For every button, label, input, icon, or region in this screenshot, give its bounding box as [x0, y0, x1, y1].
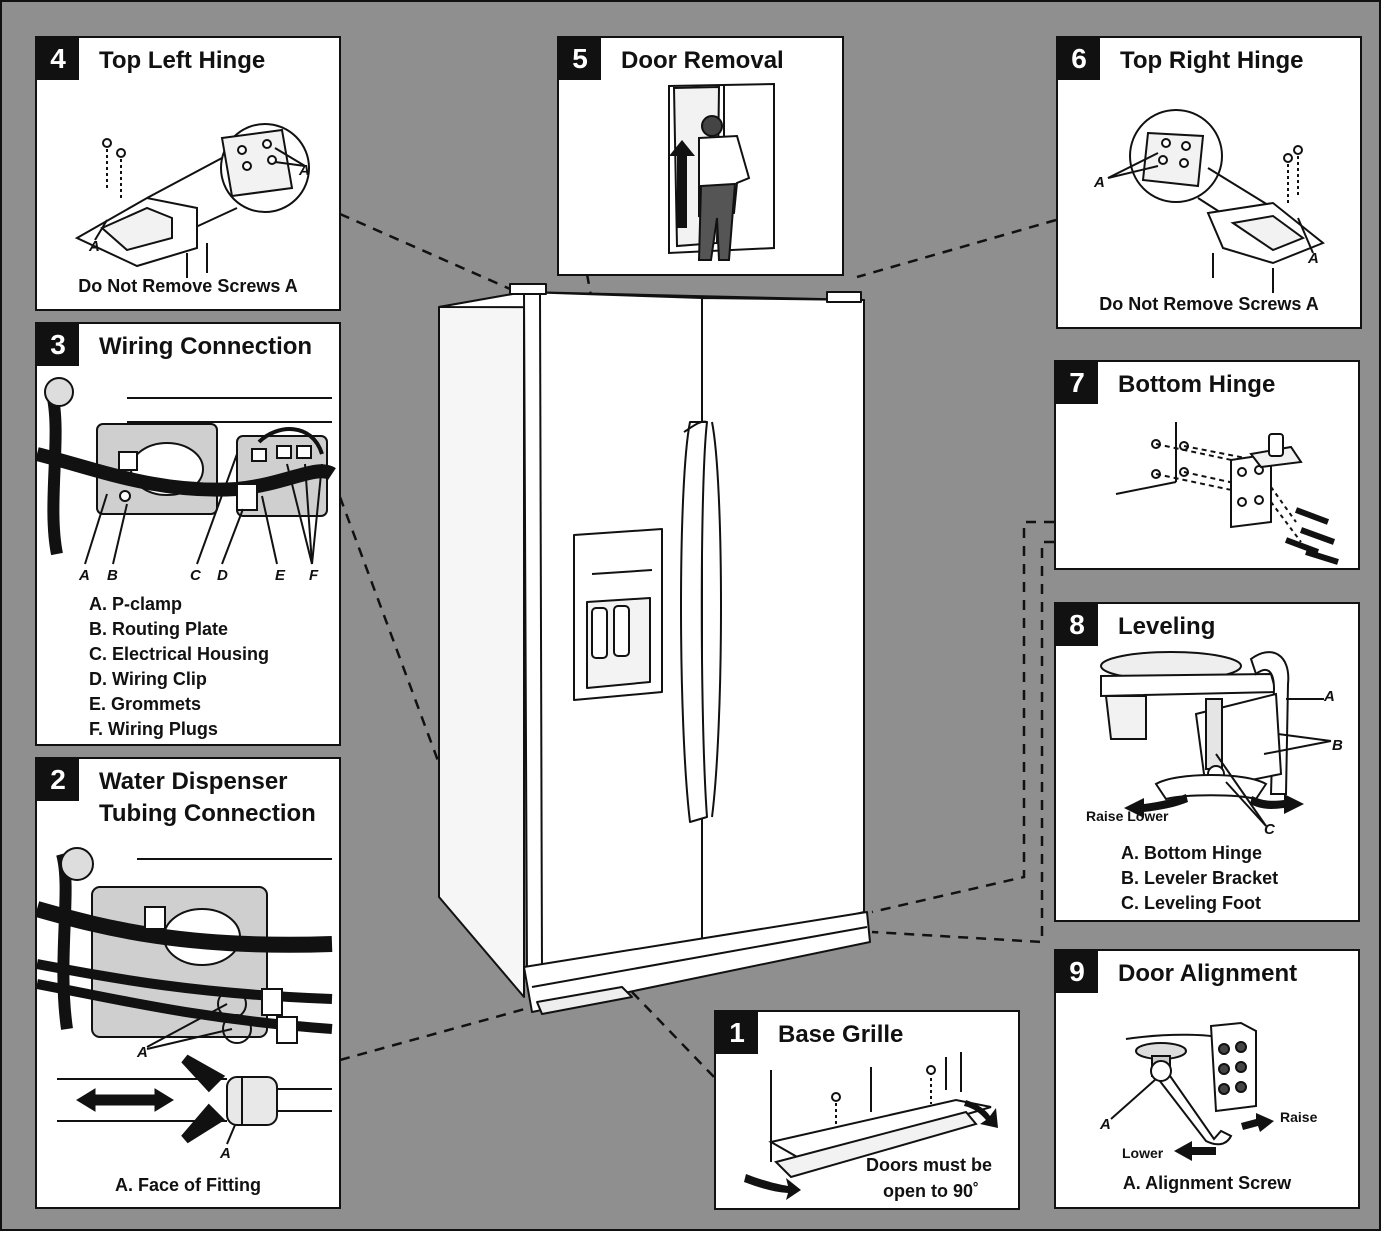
- raise-lower-label: Raise Lower: [1086, 808, 1169, 824]
- panel-title: Top Right Hinge: [1120, 47, 1304, 74]
- step-number: 5: [559, 38, 601, 80]
- step-number: 7: [1056, 362, 1098, 404]
- legend-item: A. P-clamp: [89, 594, 183, 614]
- panel-title: Base Grille: [778, 1021, 904, 1048]
- legend-item: F. Wiring Plugs: [89, 719, 218, 739]
- leader-line-2: [339, 1005, 533, 1062]
- panel-wiring-connection: 3 Wiring Connection: [35, 322, 341, 746]
- letter-a: A: [79, 567, 90, 584]
- leader-line-6: [856, 218, 1057, 279]
- panel-caption: A. Alignment Screw: [1122, 1173, 1292, 1193]
- step-number: 6: [1058, 38, 1100, 80]
- bottom-hinge-illustration: [1115, 422, 1339, 565]
- legend-item: B. Leveler Bracket: [1121, 868, 1279, 888]
- leader-line-4: [339, 212, 518, 294]
- leader-line-7: [871, 520, 1054, 914]
- label-a: A: [1100, 1116, 1111, 1133]
- panel-title: Door Removal: [621, 47, 784, 74]
- label-a: A: [137, 1044, 148, 1061]
- label-c: C: [1264, 821, 1275, 838]
- label-a: A: [89, 238, 100, 255]
- panel-water-dispenser-tubing: 2 Water Dispenser Tubing Connection: [35, 757, 341, 1209]
- panel-title-line-2: Tubing Connection: [99, 800, 316, 827]
- legend-item: D. Wiring Clip: [89, 669, 207, 689]
- panel-top-right-hinge: 6 Top Right Hinge A A Do Not Remove Scre…: [1056, 36, 1362, 329]
- leader-line-8: [871, 540, 1054, 944]
- label-a: A: [1324, 688, 1335, 705]
- lower-label: Lower: [1122, 1145, 1164, 1161]
- panel-bottom-hinge: 7 Bottom Hinge: [1054, 360, 1360, 570]
- panel-leveling: 8 Leveling A B C Raise Lo: [1054, 602, 1360, 922]
- panel-title: Bottom Hinge: [1118, 371, 1276, 398]
- panel-door-removal: 5 Door Removal: [557, 36, 844, 276]
- top-left-hinge-illustration: [74, 123, 310, 278]
- step-number: 1: [716, 1012, 758, 1054]
- panel-title: Wiring Connection: [99, 333, 313, 360]
- letter-b: B: [107, 567, 118, 584]
- legend-item: C. Leveling Foot: [1121, 893, 1262, 913]
- label-a: A: [1308, 250, 1319, 267]
- letter-f: F: [309, 567, 319, 584]
- letter-e: E: [275, 567, 286, 584]
- legend-item: C. Electrical Housing: [89, 644, 270, 664]
- door-alignment-illustration: [1110, 1021, 1274, 1161]
- panel-caption: Do Not Remove Screws A: [1099, 294, 1319, 314]
- panel-title: Leveling: [1118, 613, 1216, 640]
- panel-title: Door Alignment: [1118, 960, 1298, 987]
- panel-title-line-1: Water Dispenser: [99, 768, 288, 795]
- caption-line-2: open to 90˚: [883, 1181, 980, 1201]
- base-grille-illustration: [744, 1052, 998, 1200]
- leader-line-1: [631, 991, 715, 1078]
- label-a: A: [1094, 174, 1105, 191]
- panel-caption: A. Face of Fitting: [115, 1175, 261, 1195]
- letter-d: D: [217, 567, 228, 584]
- legend-item: A. Bottom Hinge: [1121, 843, 1262, 863]
- raise-label: Raise: [1280, 1109, 1318, 1125]
- panel-title: Top Left Hinge: [99, 47, 266, 74]
- legend: A. Bottom Hinge B. Leveler Bracket C. Le…: [1121, 841, 1278, 916]
- label-a: A: [299, 162, 310, 179]
- label-a: A: [220, 1145, 231, 1162]
- step-number: 8: [1056, 604, 1098, 646]
- leveling-illustration: [1100, 651, 1332, 827]
- door-removal-illustration: [668, 82, 775, 261]
- label-b: B: [1332, 737, 1343, 754]
- panel-base-grille: 1 Base Grille Doors must be open to 90˚: [714, 1010, 1020, 1210]
- panel-top-left-hinge: 4 Top Left Hinge A A Do Not Remove Screw…: [35, 36, 341, 311]
- water-tubing-illustration: [37, 847, 333, 1145]
- wiring-connection-illustration: [37, 377, 336, 565]
- legend: A. P-clamp B. Routing Plate C. Electrica…: [89, 592, 269, 742]
- step-number: 4: [37, 38, 79, 80]
- panel-door-alignment: 9 Door Alignment A Raise Lower A.: [1054, 949, 1360, 1209]
- step-number: 2: [37, 759, 79, 801]
- panel-caption: Do Not Remove Screws A: [78, 276, 298, 296]
- top-right-hinge-illustration: [1107, 109, 1325, 293]
- legend-item: E. Grommets: [89, 694, 202, 714]
- letter-c: C: [190, 567, 201, 584]
- step-number: 3: [37, 324, 79, 366]
- legend-item: B. Routing Plate: [89, 619, 228, 639]
- caption-line-1: Doors must be: [866, 1155, 993, 1175]
- step-number: 9: [1056, 951, 1098, 993]
